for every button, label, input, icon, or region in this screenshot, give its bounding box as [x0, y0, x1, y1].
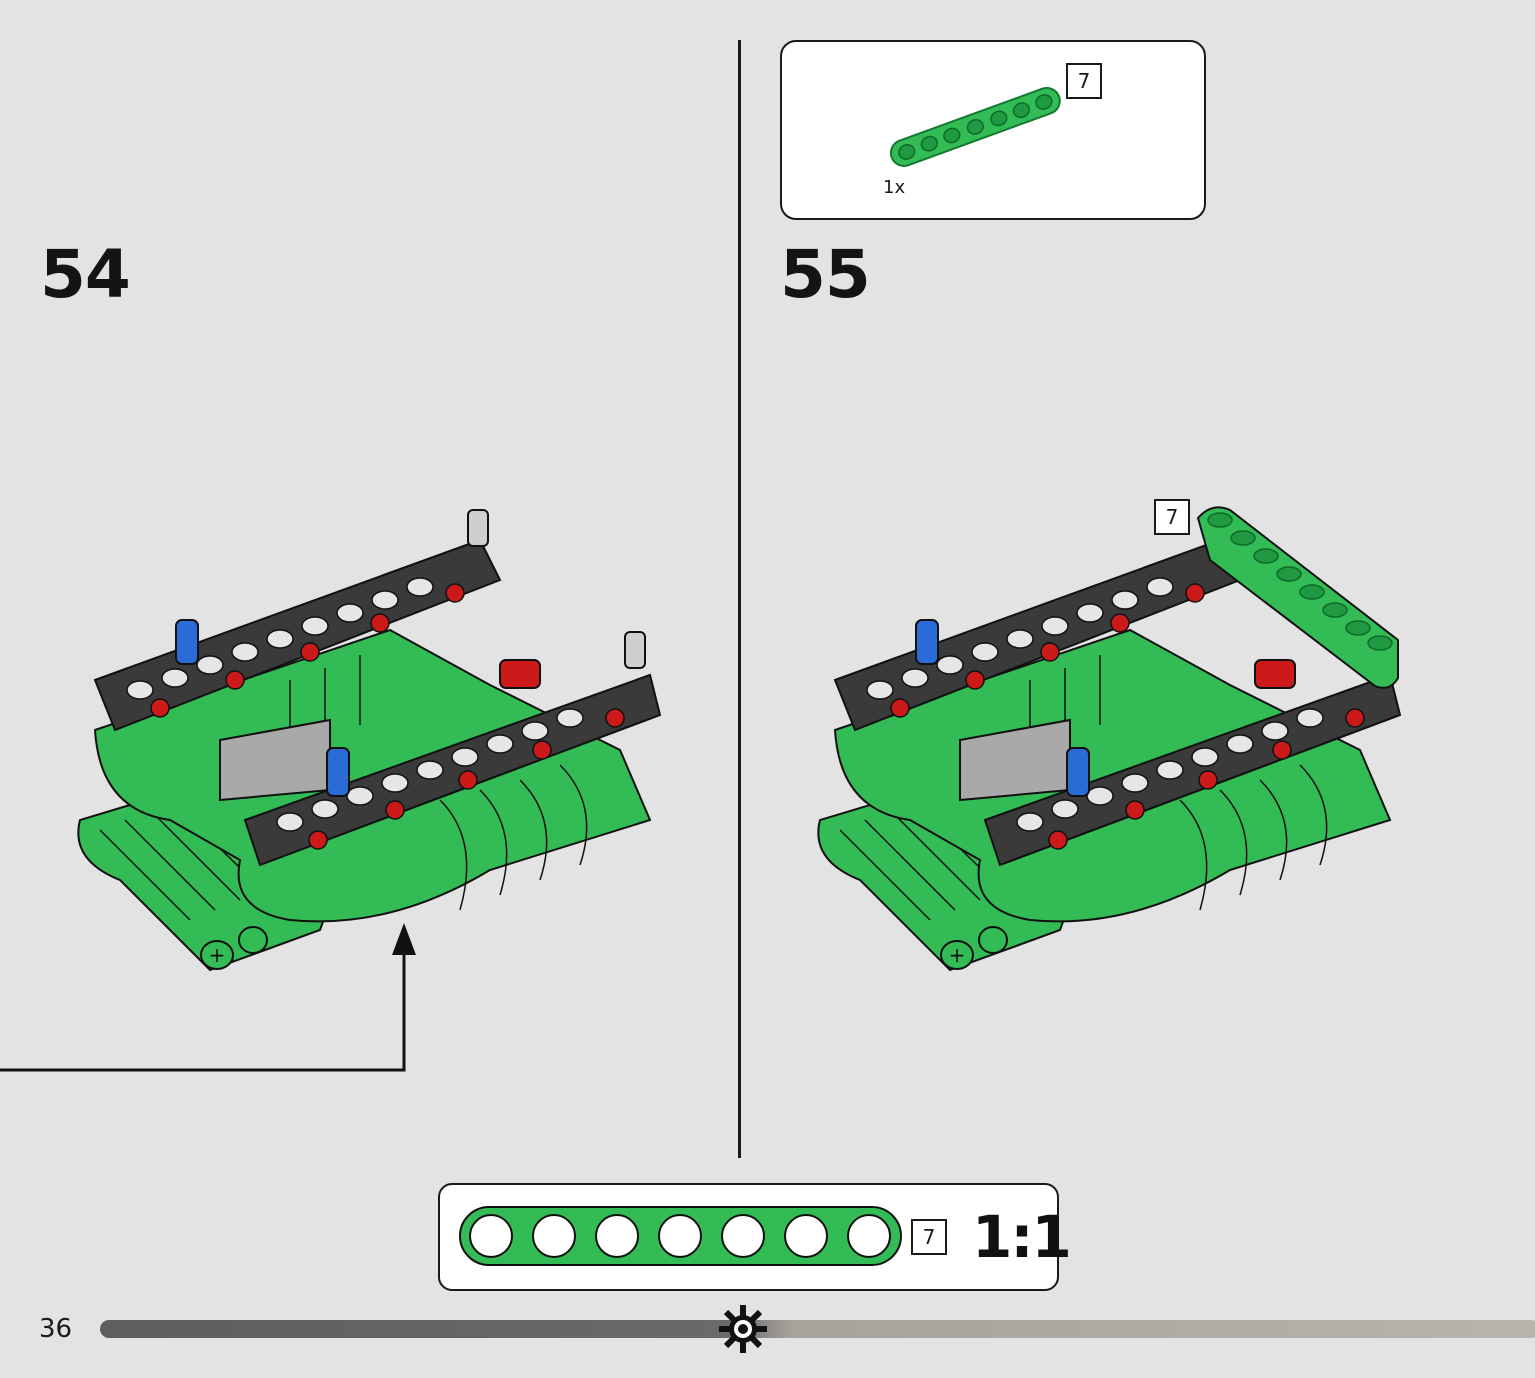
step-number-54: 54 [40, 236, 131, 313]
scale-part-length-badge: 7 [911, 1219, 947, 1255]
page-number: 36 [39, 1314, 73, 1344]
svg-text:+: + [209, 943, 226, 967]
model-step-54: + [77, 509, 662, 972]
progress-bar [100, 1320, 1535, 1338]
assembly-arrow [0, 923, 416, 1072]
step-number-55: 55 [780, 236, 871, 313]
model-step-55: + [817, 506, 1402, 972]
beam-scale-icon [459, 1206, 902, 1266]
green-beam-part-icon [889, 86, 1061, 167]
gear-icon [719, 1305, 767, 1353]
scale-label: 1:1 [972, 1203, 1072, 1271]
part-quantity: 1x [883, 177, 906, 198]
svg-text:+: + [949, 943, 966, 967]
part-length-badge: 7 [1066, 63, 1102, 99]
step-divider [738, 40, 741, 1158]
added-part-length-badge: 7 [1154, 499, 1190, 535]
